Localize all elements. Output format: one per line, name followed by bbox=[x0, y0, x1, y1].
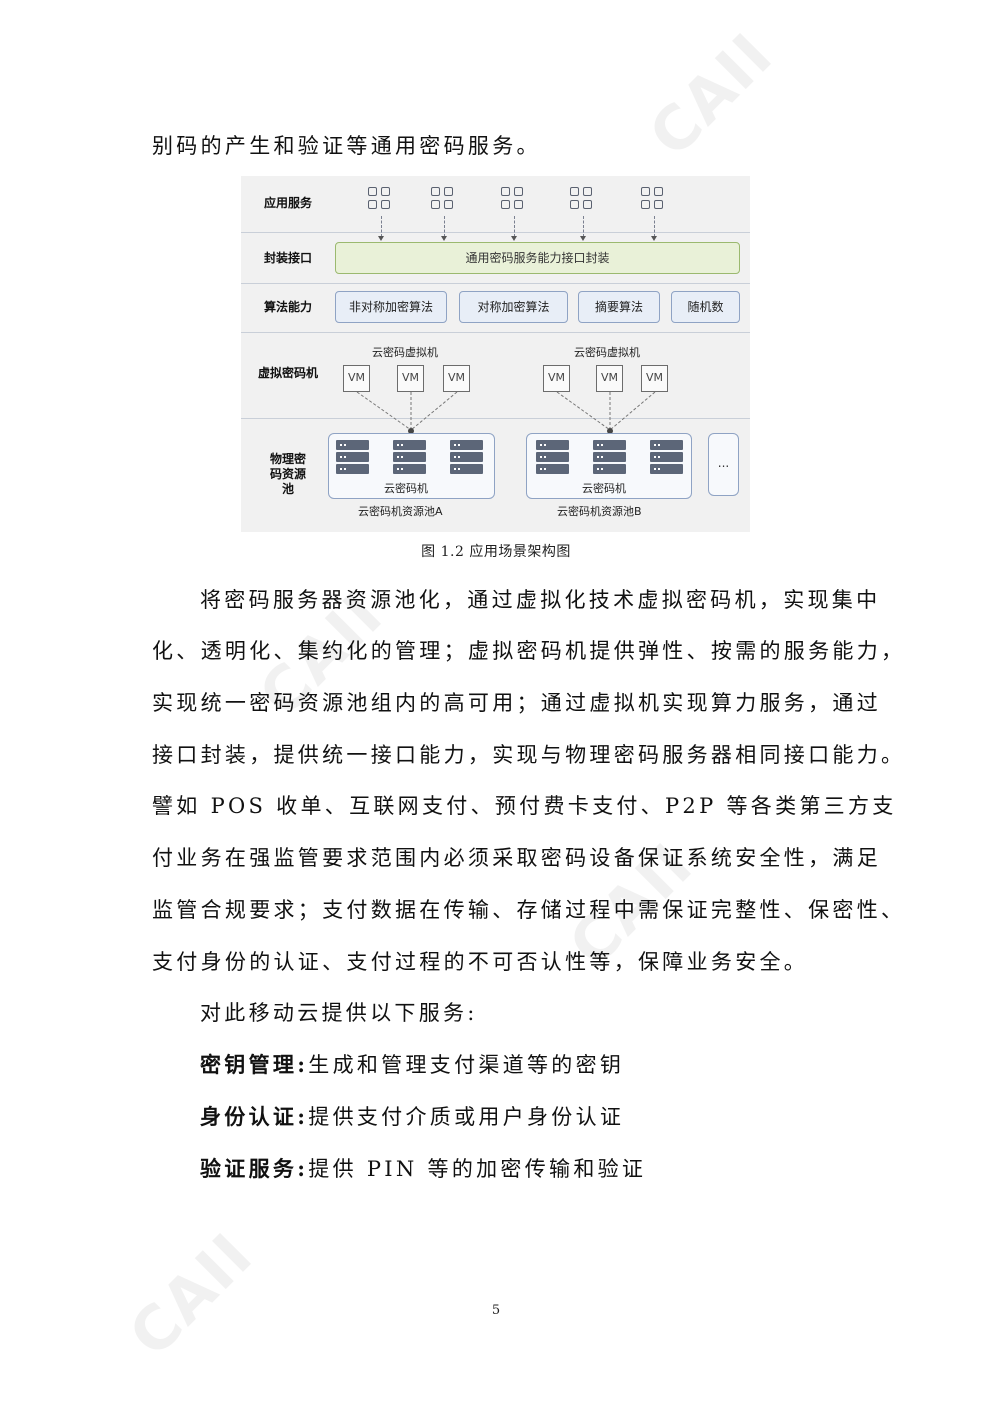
app-grid-icon bbox=[570, 187, 596, 213]
paragraph-line: 监管合规要求；支付数据在传输、存储过程中需保证完整性、保密性、 bbox=[152, 898, 906, 922]
service-term: 验证服务: bbox=[200, 1156, 309, 1181]
figure-caption: 图 1.2 应用场景架构图 bbox=[421, 544, 571, 560]
vm-box: VM bbox=[641, 365, 668, 392]
architecture-diagram: 应用服务 封装接口 算法能力 虚拟密码机 物理密码资源池 通用密码服务能力接口封… bbox=[241, 176, 750, 532]
row-separator bbox=[241, 332, 750, 333]
paragraph-line: 接口封装，提供统一接口能力，实现与物理密码服务器相同接口能力。 bbox=[152, 743, 906, 767]
dashed-arrow bbox=[583, 216, 584, 237]
arrow-head-icon bbox=[580, 236, 586, 241]
dashed-arrow bbox=[654, 216, 655, 237]
dashed-arrow bbox=[514, 216, 515, 237]
vm-connector-lines bbox=[356, 391, 656, 434]
arrow-head-icon bbox=[441, 236, 447, 241]
vm-group-caption: 云密码虚拟机 bbox=[574, 346, 640, 359]
algorithm-box-digest: 摘要算法 bbox=[578, 291, 660, 323]
paragraph-line: 支付身份的认证、支付过程的不可否认性等，保障业务安全。 bbox=[152, 950, 809, 974]
paragraph-line: 化、透明化、集约化的管理；虚拟密码机提供弹性、按需的服务能力， bbox=[152, 639, 906, 663]
server-icon bbox=[593, 440, 626, 476]
vm-box: VM bbox=[443, 365, 470, 392]
algorithm-box-random: 随机数 bbox=[671, 291, 740, 323]
service-desc: 提供 PIN 等的加密传输和验证 bbox=[308, 1157, 647, 1181]
encapsulation-interface-box: 通用密码服务能力接口封装 bbox=[335, 242, 740, 274]
row-label-physical-pool: 物理密码资源池 bbox=[269, 452, 306, 496]
row-label-encapsulation: 封装接口 bbox=[263, 251, 312, 265]
service-item: 密钥管理:生成和管理支付渠道等的密钥 bbox=[200, 1050, 900, 1080]
vm-group-caption: 云密码虚拟机 bbox=[372, 346, 438, 359]
paragraph-line: 将密码服务器资源池化，通过虚拟化技术虚拟密码机，实现集中 bbox=[200, 588, 881, 612]
app-grid-icon bbox=[368, 187, 394, 213]
server-icon bbox=[393, 440, 426, 476]
dashed-arrow bbox=[444, 216, 445, 237]
row-label-virtual-crypto: 虚拟密码机 bbox=[257, 366, 318, 380]
service-item: 验证服务:提供 PIN 等的加密传输和验证 bbox=[200, 1154, 900, 1184]
row-separator bbox=[241, 232, 750, 233]
row-label-algorithm: 算法能力 bbox=[263, 300, 312, 314]
row-label-app-services: 应用服务 bbox=[263, 196, 312, 210]
vm-box: VM bbox=[343, 365, 370, 392]
server-icon bbox=[336, 440, 369, 476]
service-desc: 生成和管理支付渠道等的密钥 bbox=[308, 1053, 625, 1077]
server-caption: 云密码机 bbox=[582, 482, 626, 495]
more-pools-box: ... bbox=[708, 433, 739, 496]
app-grid-icon bbox=[501, 187, 527, 213]
dashed-arrow bbox=[381, 216, 382, 237]
server-icon bbox=[536, 440, 569, 476]
pool-a-caption: 云密码机资源池A bbox=[358, 505, 443, 518]
arrow-head-icon bbox=[378, 236, 384, 241]
service-item: 身份认证:提供支付介质或用户身份认证 bbox=[200, 1102, 900, 1132]
vm-box: VM bbox=[596, 365, 623, 392]
intro-line: 别码的产生和验证等通用密码服务。 bbox=[152, 134, 541, 158]
watermark: CAII bbox=[116, 1219, 267, 1371]
server-caption: 云密码机 bbox=[384, 482, 428, 495]
algorithm-box-symmetric: 对称加密算法 bbox=[459, 291, 568, 323]
page-number: 5 bbox=[491, 1303, 501, 1318]
arrow-head-icon bbox=[651, 236, 657, 241]
row-separator bbox=[241, 283, 750, 284]
server-icon bbox=[450, 440, 483, 476]
paragraph-line: 实现统一密码资源池组内的高可用；通过虚拟机实现算力服务，通过 bbox=[152, 691, 881, 715]
service-term: 身份认证: bbox=[200, 1104, 309, 1129]
services-intro: 对此移动云提供以下服务: bbox=[200, 1001, 478, 1025]
row-separator bbox=[241, 418, 750, 419]
server-icon bbox=[650, 440, 683, 476]
paragraph-line: 譬如 POS 收单、互联网支付、预付费卡支付、P2P 等各类第三方支 bbox=[152, 794, 897, 818]
arrow-head-icon bbox=[511, 236, 517, 241]
pool-b-caption: 云密码机资源池B bbox=[557, 505, 642, 518]
service-desc: 提供支付介质或用户身份认证 bbox=[308, 1105, 625, 1129]
algorithm-box-asymmetric: 非对称加密算法 bbox=[335, 291, 447, 323]
app-grid-icon bbox=[641, 187, 667, 213]
vm-box: VM bbox=[543, 365, 570, 392]
app-grid-icon bbox=[431, 187, 457, 213]
paragraph-line: 付业务在强监管要求范围内必须采取密码设备保证系统安全性，满足 bbox=[152, 846, 881, 870]
service-term: 密钥管理: bbox=[200, 1052, 309, 1077]
vm-box: VM bbox=[397, 365, 424, 392]
